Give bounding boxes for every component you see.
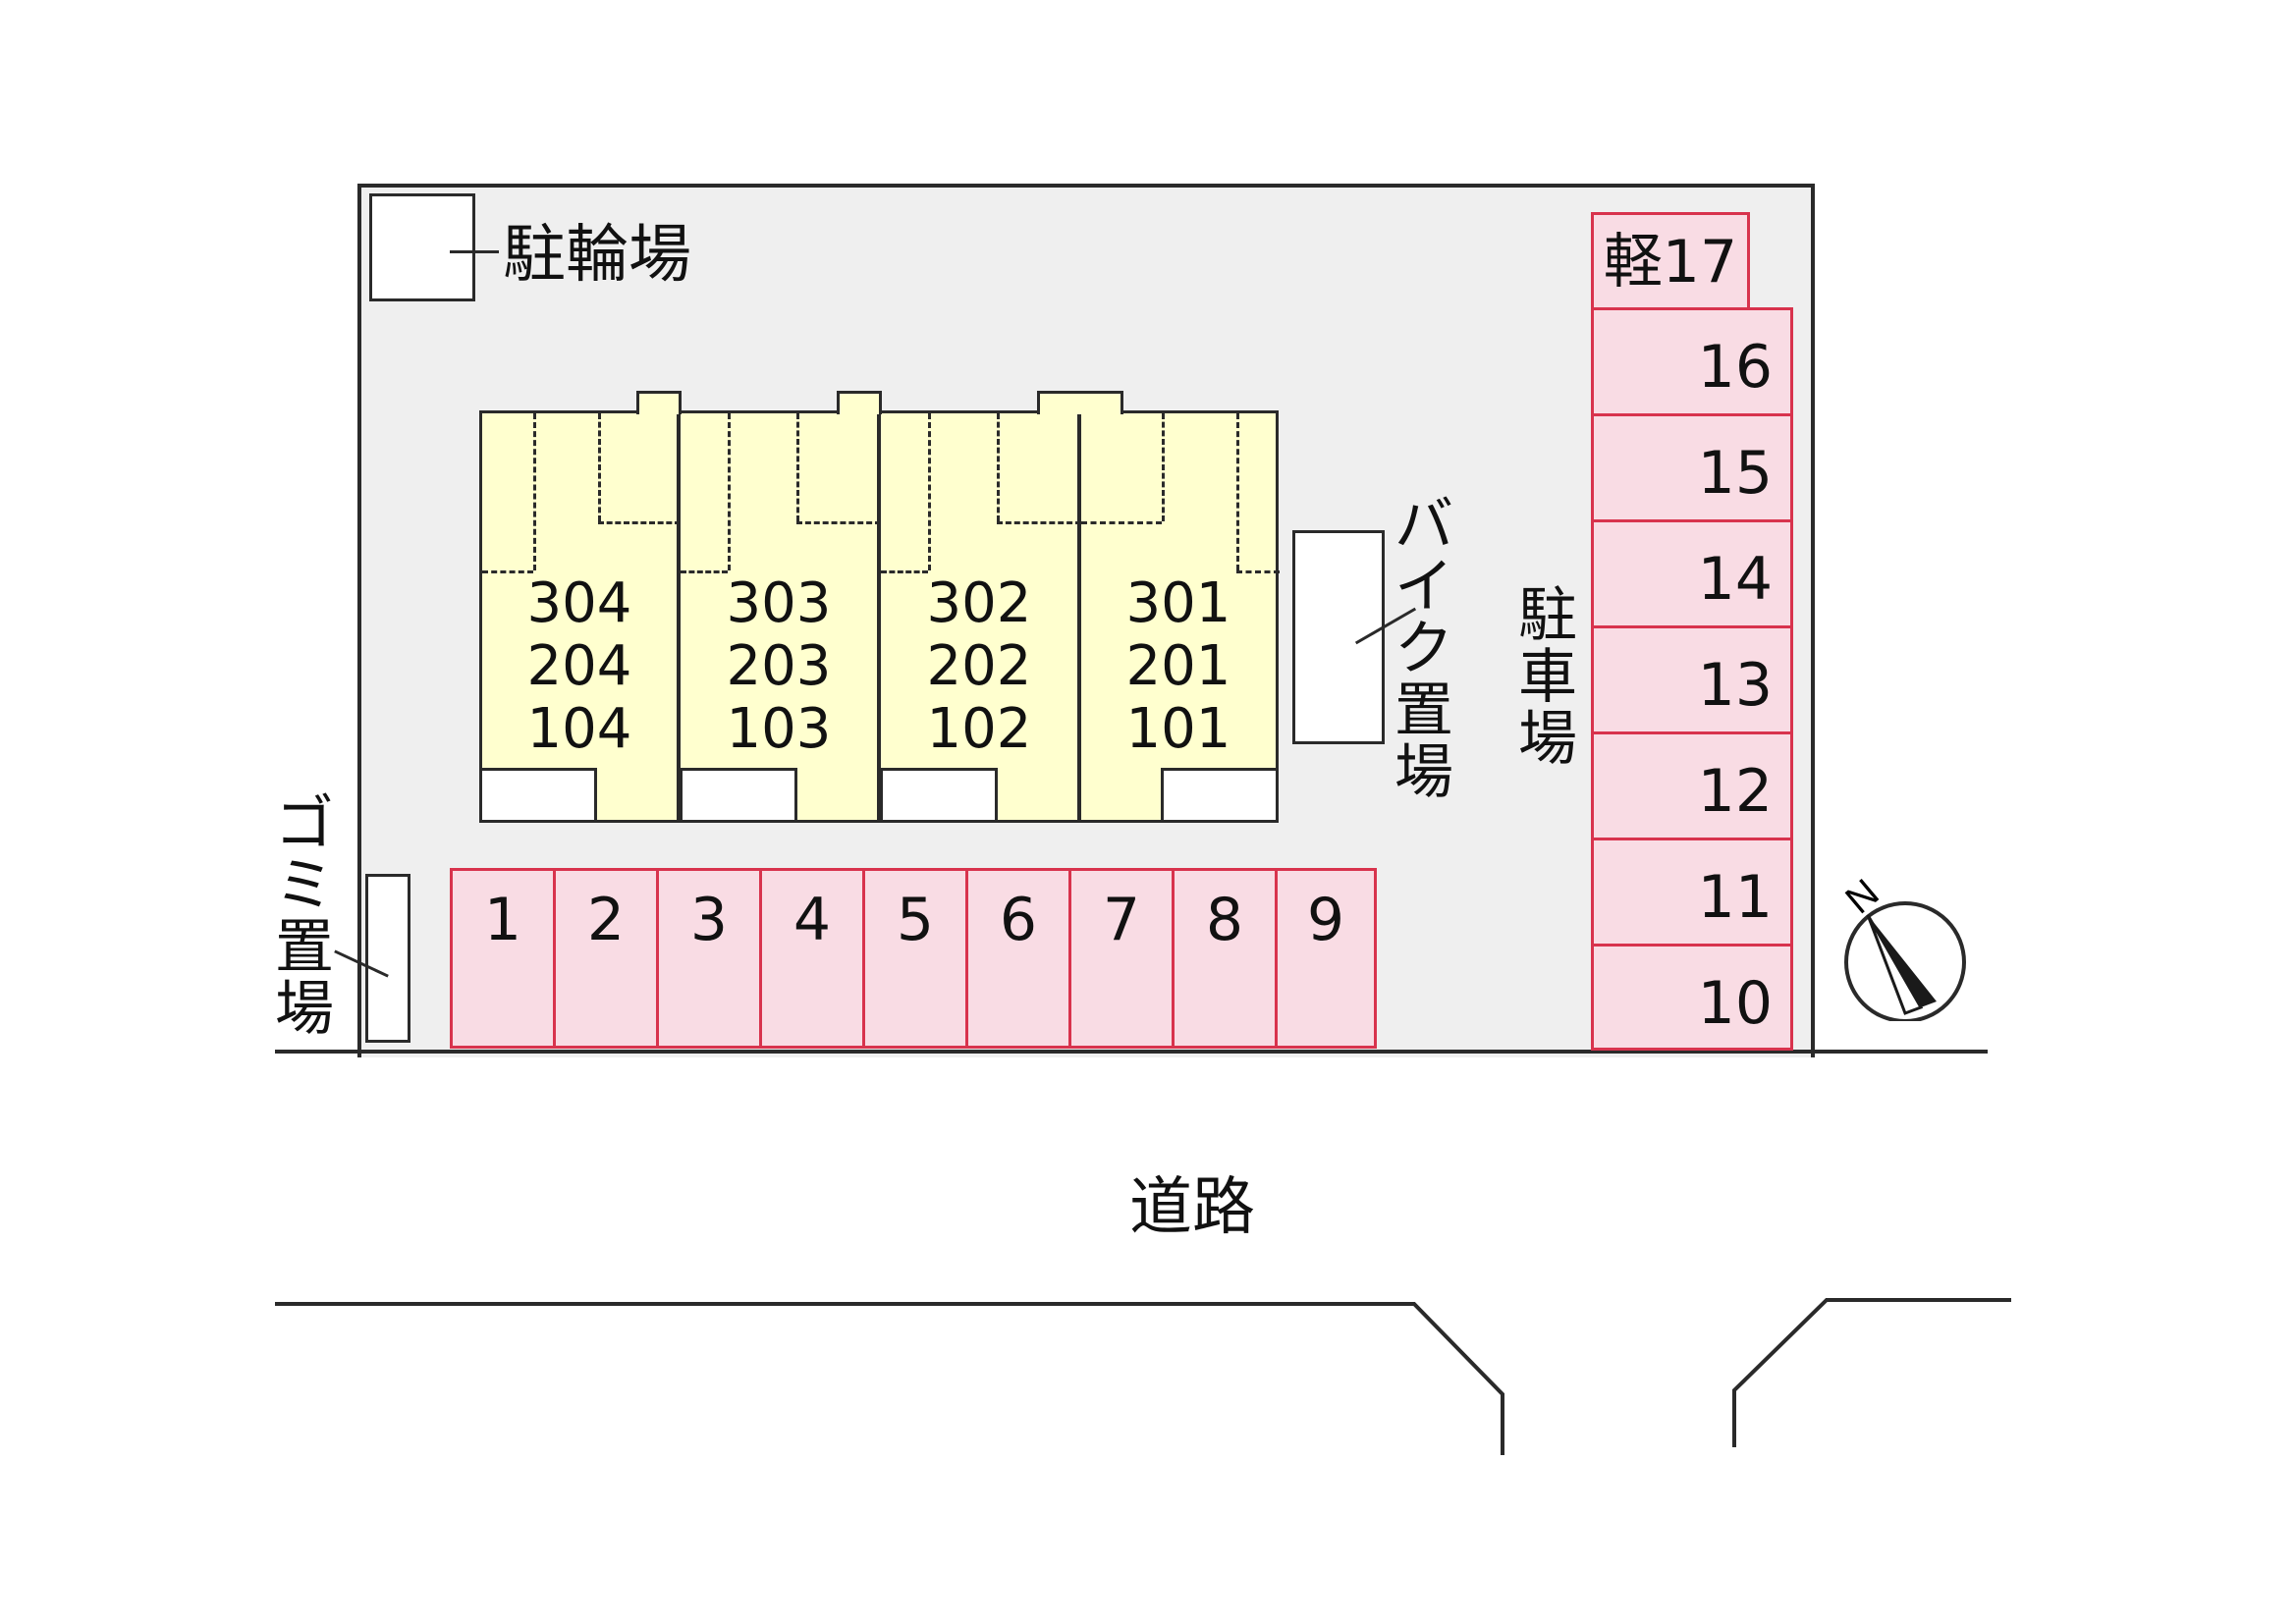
interior-line: [881, 570, 928, 573]
interior-line: [533, 413, 536, 570]
parking-space: 6: [965, 868, 1071, 1049]
unit-number-group: 303 203 103: [681, 572, 877, 761]
bicycle-parking-label: 駐輪場: [503, 219, 691, 292]
motorbike-parking-label: バイク置場: [1394, 491, 1453, 807]
unit-number: 302: [926, 571, 1032, 635]
garbage-label: ゴミ置場: [275, 789, 334, 1044]
roof-tab: [1037, 391, 1123, 414]
interior-line: [796, 521, 881, 524]
parking-space: 3: [656, 868, 762, 1049]
parking-space: 14: [1591, 519, 1793, 628]
unit-number-group: 301 201 101: [1081, 572, 1276, 761]
unit-number: 101: [1125, 697, 1231, 761]
bicycle-parking-leader-line: [450, 250, 499, 253]
unit-number: 102: [926, 697, 1032, 761]
balcony: [880, 768, 998, 823]
interior-line: [598, 521, 681, 524]
interior-line: [1081, 521, 1162, 524]
parking-space: 16: [1591, 307, 1793, 416]
interior-line: [728, 413, 731, 570]
parking-space: 7: [1068, 868, 1175, 1049]
balcony: [479, 768, 597, 823]
interior-line: [997, 521, 1081, 524]
roof-tab: [837, 391, 882, 414]
interior-line: [1236, 413, 1239, 570]
motorbike-parking-area: [1292, 530, 1385, 744]
balcony: [680, 768, 797, 823]
interior-line: [928, 413, 931, 570]
unit-number: 204: [526, 634, 632, 698]
parking-space: 11: [1591, 838, 1793, 947]
parking-space: 4: [759, 868, 865, 1049]
unit-number: 201: [1125, 634, 1231, 698]
car-parking-label: 駐車場: [1518, 581, 1577, 774]
parking-space: 15: [1591, 413, 1793, 522]
compass-icon: N: [1837, 871, 1966, 1021]
interior-line: [1162, 413, 1165, 521]
bicycle-parking-area: [369, 193, 475, 301]
parking-space: 9: [1275, 868, 1377, 1049]
road-edge-lines: [275, 1298, 2011, 1455]
unit-number: 103: [726, 697, 832, 761]
unit-number: 301: [1125, 571, 1231, 635]
balcony: [1161, 768, 1279, 823]
interior-line: [681, 570, 728, 573]
unit-number: 104: [526, 697, 632, 761]
parking-space: 1: [450, 868, 556, 1049]
unit-number: 202: [926, 634, 1032, 698]
unit-number: 304: [526, 571, 632, 635]
unit-number: 203: [726, 634, 832, 698]
unit-301: 301 201 101: [1078, 410, 1280, 823]
interior-line: [482, 570, 533, 573]
unit-number-group: 302 202 102: [881, 572, 1077, 761]
unit-number: 303: [726, 571, 832, 635]
unit-302: 302 202 102: [878, 410, 1081, 823]
parking-column-right: 軽17 16 15 14 13 12 11 10: [1591, 212, 1793, 1051]
interior-line: [997, 413, 1000, 521]
building: 304 204 104 303 203 103 302 202 102: [479, 391, 1280, 823]
parking-row-bottom: 1 2 3 4 5 6 7 8 9: [450, 868, 1377, 1049]
parking-space: 13: [1591, 625, 1793, 734]
garbage-area: [365, 874, 410, 1043]
parking-space: 2: [553, 868, 659, 1049]
interior-line: [796, 413, 799, 521]
parking-space: 5: [862, 868, 968, 1049]
unit-303: 303 203 103: [678, 410, 881, 823]
roof-tab: [636, 391, 682, 414]
unit-304: 304 204 104: [479, 410, 681, 823]
interior-line: [598, 413, 601, 521]
road-label: 道路: [1129, 1171, 1255, 1244]
parking-space: 8: [1172, 868, 1278, 1049]
unit-number-group: 304 204 104: [482, 572, 677, 761]
interior-line: [1236, 570, 1280, 573]
parking-space: 12: [1591, 731, 1793, 840]
parking-space: 10: [1591, 944, 1793, 1051]
lot-front-edge: [275, 1050, 1988, 1054]
parking-space-kei: 軽17: [1591, 212, 1750, 310]
